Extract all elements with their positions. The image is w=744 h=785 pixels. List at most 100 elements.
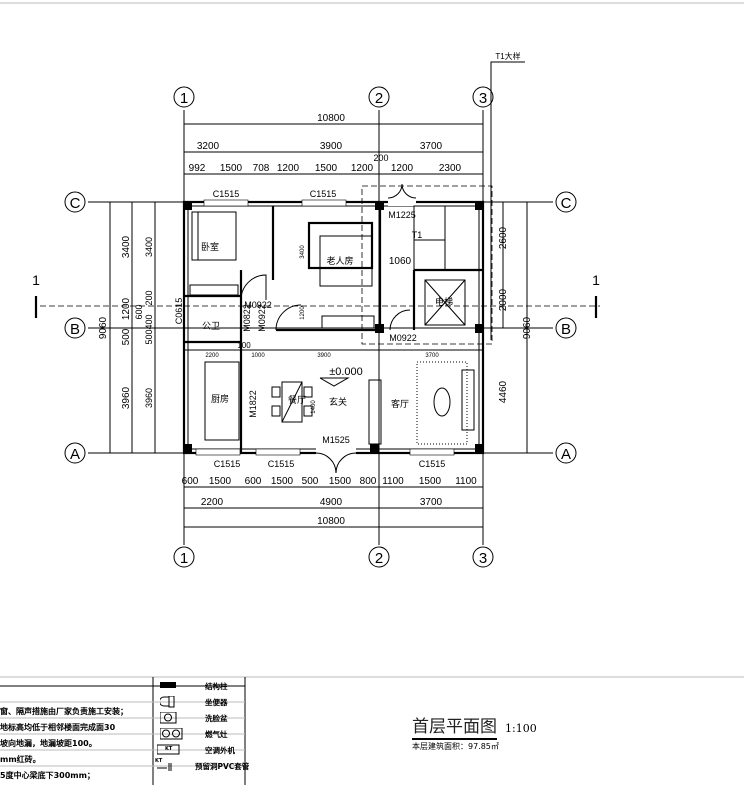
- room-label: 玄关: [329, 396, 347, 407]
- elevation-mark: ±0.000: [329, 366, 363, 378]
- opening-label: C0615: [174, 298, 184, 325]
- drawing-scale: 1:100: [505, 722, 537, 735]
- dimension-label: 1200: [351, 163, 374, 174]
- drawing-title: 首层平面图: [412, 712, 497, 740]
- dimension-label: 1500: [271, 476, 294, 487]
- dimension-label: 500: [121, 328, 132, 345]
- axis-bubble-label: 1: [180, 550, 188, 567]
- dimension-label: 1500: [419, 476, 442, 487]
- dimension-label: 3700: [420, 497, 443, 508]
- opening-label: M1822: [248, 390, 258, 418]
- opening-label: M0922: [257, 304, 267, 332]
- dimension-label: 1500: [329, 476, 352, 487]
- dimension-label: 3900: [320, 141, 343, 152]
- dimension-label: 400: [144, 314, 154, 329]
- dimension-label: 600: [245, 476, 262, 487]
- washbasin-icon: [160, 712, 177, 724]
- dimension-label: 2600: [498, 226, 509, 249]
- axis-bubble-label: A: [561, 446, 571, 463]
- dimension-label: 1200: [391, 163, 414, 174]
- dimension-label: 600: [134, 304, 144, 319]
- opening-label: M1525: [322, 435, 350, 445]
- legend-tag: KT: [155, 758, 163, 764]
- floor-area: 本层建筑面积：97.85㎡: [412, 742, 499, 751]
- dimension-label: 1200: [121, 297, 132, 320]
- note-line: mm红砖。: [0, 755, 41, 764]
- room-label: 卧室: [201, 241, 219, 252]
- dimension-label: 708: [253, 163, 270, 174]
- dimension-label: 2300: [439, 163, 462, 174]
- note-line: 窗、隔声措施由厂家负责施工安装；: [0, 707, 128, 716]
- legend-label: 预留洞PVC套管: [195, 762, 250, 771]
- note-line: 坡向地漏，地漏坡距100。: [0, 739, 97, 748]
- opening-label: C1515: [268, 459, 295, 469]
- dimension-label: 3900: [317, 353, 331, 359]
- plan-geometry: [0, 61, 744, 785]
- opening-label: C1515: [310, 189, 337, 199]
- axis-bubble-label: B: [70, 321, 80, 338]
- gas-stove-icon: [160, 728, 183, 740]
- dimension-label: 1400: [311, 400, 317, 414]
- dimension-label: 1500: [315, 163, 338, 174]
- axis-bubble-label: 1: [180, 90, 188, 107]
- room-label: 电梯: [435, 296, 453, 307]
- pvc-sleeve-icon: [157, 763, 172, 771]
- drawing-title-block: 首层平面图 1:100 本层建筑面积：97.85㎡: [412, 712, 537, 752]
- room-label: 客厅: [391, 398, 409, 409]
- dimension-label: 1100: [455, 476, 477, 487]
- legend-label: 空调外机: [205, 746, 235, 755]
- dimension-label: 3960: [121, 386, 132, 409]
- dimension-label: 3200: [197, 141, 220, 152]
- opening-label: M1225: [388, 210, 416, 220]
- legend-label: 洗脸盆: [205, 714, 228, 723]
- dimension-label: 500: [302, 476, 319, 487]
- dimension-label: 3700: [420, 141, 443, 152]
- dimension-label: 3400: [121, 235, 132, 258]
- legend-tag: KT: [165, 746, 173, 752]
- dimension-label: 800: [360, 476, 377, 487]
- room-label: 餐厅: [288, 394, 306, 405]
- opening-label: M0822: [242, 304, 252, 332]
- legend-label: 坐便器: [205, 698, 228, 707]
- dimension-label: 4460: [498, 380, 509, 403]
- dimension-label: 1200: [277, 163, 300, 174]
- dimension-label: 1200: [300, 306, 306, 320]
- axis-bubble-label: 3: [479, 550, 487, 567]
- dimension-label: 3960: [144, 388, 154, 408]
- dimension-label: 500: [144, 329, 154, 344]
- dimension-label: 10800: [317, 113, 345, 124]
- opening-label: M0922: [389, 333, 417, 343]
- toilet-icon: [160, 696, 175, 708]
- room-label: 厨房: [211, 393, 229, 404]
- axis-bubble-label: A: [70, 446, 80, 463]
- dimension-label: 3400: [144, 237, 154, 257]
- dimension-label: 1500: [209, 476, 232, 487]
- axis-bubble-label: 2: [375, 90, 383, 107]
- opening-label: C1515: [213, 189, 240, 199]
- dimension-label: 2200: [201, 497, 224, 508]
- dimension-label: 4900: [320, 497, 343, 508]
- dimension-label: 3400: [300, 245, 306, 259]
- dimension-label: 1060: [389, 256, 412, 267]
- ac-unit-icon: [157, 744, 180, 755]
- axis-bubble-label: 3: [479, 90, 487, 107]
- section-mark: 1: [592, 272, 600, 288]
- opening-label: C1515: [419, 459, 446, 469]
- dimension-label: 2200: [205, 353, 219, 359]
- opening-label: M0922: [244, 300, 272, 310]
- dimension-label: 3700: [425, 353, 439, 359]
- opening-label: C1515: [214, 459, 241, 469]
- dimension-label: 1500: [220, 163, 243, 174]
- dimension-label: 1000: [251, 353, 265, 359]
- axis-bubble-label: 2: [375, 550, 383, 567]
- section-mark: 1: [32, 272, 40, 288]
- dimension-label: 200: [144, 290, 154, 305]
- note-line: 5度中心梁底下300mm；: [0, 771, 95, 780]
- dimension-label: 9060: [98, 316, 109, 339]
- axis-bubble-label: B: [561, 321, 571, 338]
- dimension-label: 600: [182, 476, 199, 487]
- detail-callout: T1大样: [495, 51, 520, 61]
- room-label: 公卫: [202, 321, 220, 331]
